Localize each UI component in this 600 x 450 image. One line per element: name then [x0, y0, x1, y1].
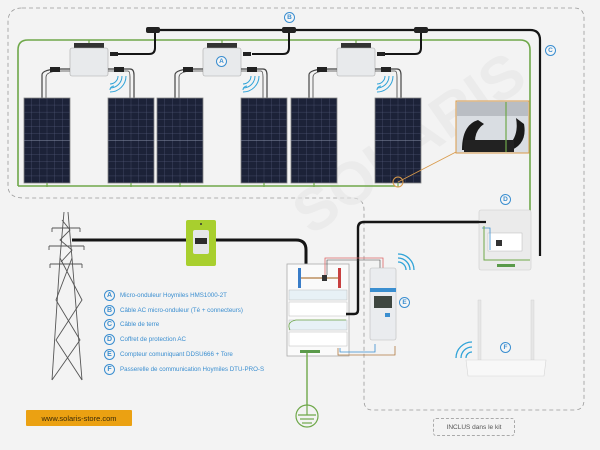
label-c-ground-cable: C	[545, 45, 556, 56]
label-a-microinverter: A	[216, 56, 227, 67]
main-distribution-board	[286, 263, 350, 357]
ac-trunk-cable	[148, 28, 542, 256]
detail-pointer-circle	[392, 176, 404, 188]
solar-panel	[156, 97, 204, 187]
legend-item: B Câble AC micro-onduleur (Té + connecteu…	[104, 303, 264, 318]
legend-text: Coffret de protection AC	[120, 336, 186, 344]
micro-inverter	[41, 40, 135, 98]
legend-item: D Coffret de protection AC	[104, 332, 264, 347]
solar-panel	[290, 97, 338, 187]
legend-item: E Compteur comuniquant DDSU666 + Tore	[104, 347, 264, 362]
solar-panel	[107, 97, 155, 187]
website-badge[interactable]: www.solaris-store.com	[26, 410, 132, 426]
solar-panel	[240, 97, 288, 187]
legend-item: A Micro-onduleur Hoymiles HMS1000-2T	[104, 288, 264, 303]
label-e-energy-meter: E	[399, 297, 410, 308]
legend-letter-badge: C	[104, 319, 115, 331]
detail-pointer-line	[397, 151, 457, 183]
micro-inverter	[308, 40, 402, 98]
mounting-clip-photo	[455, 100, 530, 154]
main-to-protection-cable	[346, 220, 486, 316]
micro-inverter	[174, 40, 268, 98]
wifi-icon-gateway	[455, 341, 473, 359]
legend-text: Micro-onduleur Hoymiles HMS1000-2T	[120, 291, 227, 299]
linky-meter	[186, 220, 216, 266]
solar-panel	[374, 97, 422, 187]
legend-item: F Passerelle de communication Hoymiles DT…	[104, 362, 264, 377]
label-d-protection-box: D	[500, 194, 511, 205]
legend-letter-badge: D	[104, 334, 115, 346]
legend-letter-badge: F	[104, 363, 115, 375]
legend-text: Compteur comuniquant DDSU666 + Tore	[120, 351, 233, 359]
energy-meter-blue-wire	[339, 344, 376, 353]
solar-panel	[23, 97, 71, 187]
energy-meter-ddsu666	[369, 267, 397, 341]
power-pylon	[48, 211, 85, 381]
wifi-gateway-router	[465, 299, 547, 377]
legend-letter-badge: A	[104, 289, 115, 301]
kit-included-note: INCLUS dans le kit	[433, 418, 515, 436]
legend-letter-badge: E	[104, 349, 115, 361]
legend-text: Passerelle de communication Hoymiles DTU…	[120, 365, 265, 373]
legend-text: Câble AC micro-onduleur (Té + connecteur…	[120, 306, 243, 314]
label-b-ac-cable: B	[284, 12, 295, 23]
kit-boundary	[7, 7, 585, 411]
ac-protection-box	[478, 209, 532, 271]
legend-letter-badge: B	[104, 304, 115, 316]
legend-text: Câble de terre	[120, 321, 160, 329]
wifi-icon-meter	[397, 253, 415, 271]
component-legend: A Micro-onduleur Hoymiles HMS1000-2T B Câbl…	[104, 288, 264, 377]
t-connectors	[118, 27, 428, 55]
label-f-gateway: F	[500, 342, 511, 353]
grid-to-panel-cable	[216, 238, 308, 266]
legend-item: C Câble de terre	[104, 318, 264, 333]
energy-meter-tan-wire	[337, 346, 396, 356]
board-ground-wire	[288, 319, 346, 331]
earth-ground-icon	[295, 404, 319, 428]
